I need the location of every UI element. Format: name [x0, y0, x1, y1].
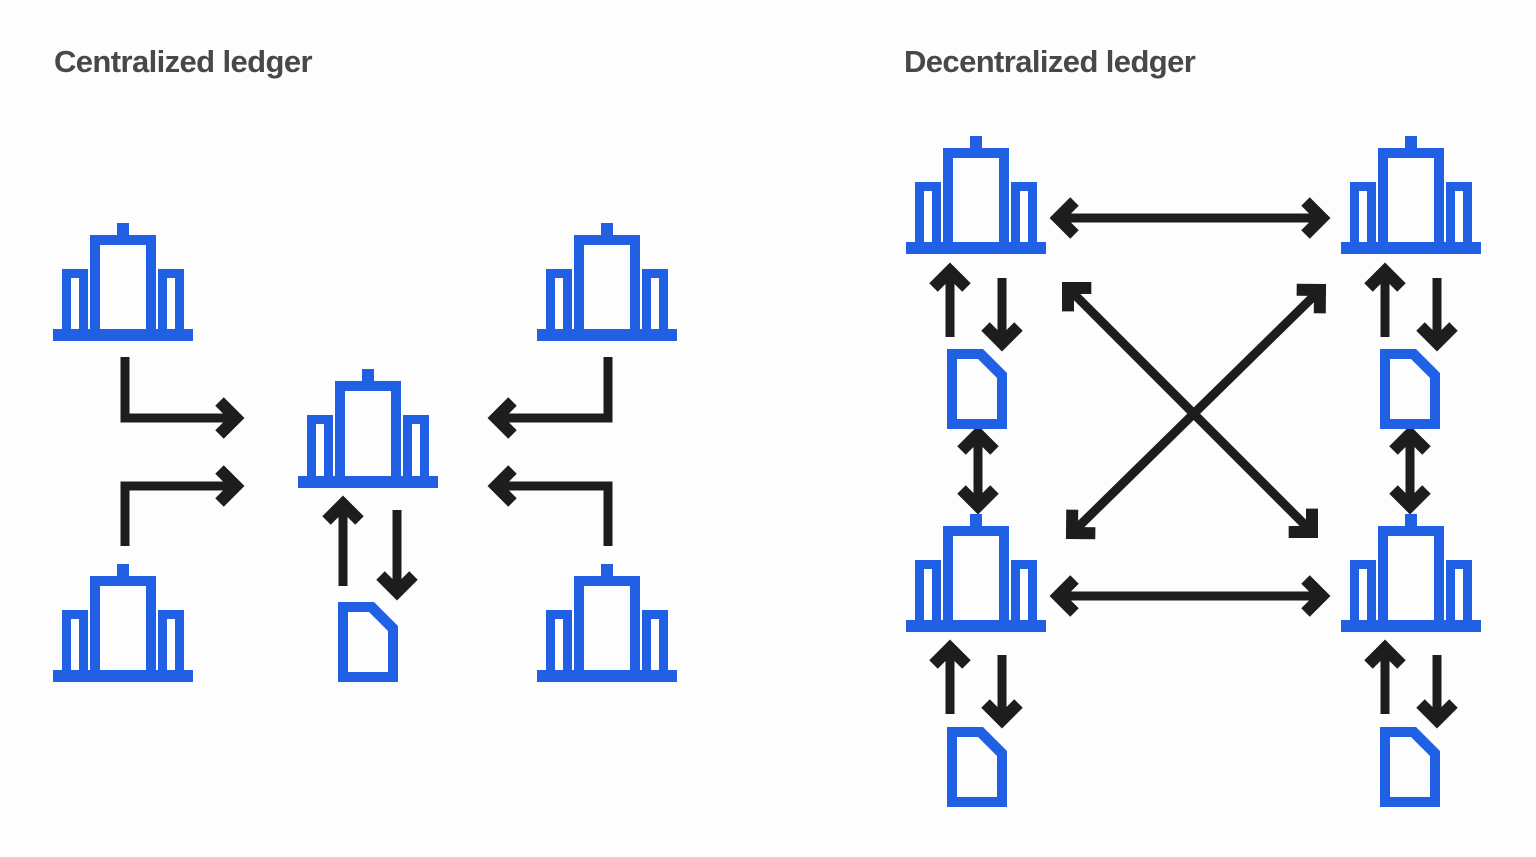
arrow-topleft-ledger-up: [929, 262, 971, 337]
centralized-ledger-title: Centralized ledger: [54, 44, 313, 79]
arrow-bottomright-ledger-down: [1416, 655, 1458, 729]
arrow-topleft-to-center: [120, 357, 245, 439]
building-icon building-central: [298, 369, 438, 488]
building-icon building-bottom-left: [906, 514, 1046, 632]
document-icon document-central-ledger: [338, 602, 398, 682]
building-icon building-top-left: [906, 136, 1046, 254]
arrow-diagonal-bottomleft-topright: [1065, 283, 1327, 540]
building-icon building-bottom-right: [1341, 514, 1481, 632]
arrow-diagonal-topleft-bottomright: [1062, 282, 1318, 538]
arrow-bottomleft-to-center: [120, 465, 245, 546]
arrow-ledger-read-down: [376, 510, 418, 601]
panel-decentralized: [906, 136, 1481, 807]
building-icon building-top-right: [537, 223, 677, 341]
building-icon building-top-left: [53, 223, 193, 341]
decentralized-ledger-title: Decentralized ledger: [904, 44, 1196, 79]
building-icon building-top-right: [1341, 136, 1481, 254]
document-icon document-top-right: [1380, 349, 1440, 429]
arrow-ledger-write-up: [322, 495, 364, 586]
document-icon document-top-left: [947, 349, 1007, 429]
arrow-doc-sync-left: [957, 425, 999, 515]
arrow-top-peer-link: [1049, 197, 1331, 239]
arrow-topright-ledger-up: [1364, 262, 1406, 337]
document-icon document-bottom-left: [947, 727, 1007, 807]
arrow-bottomright-to-center: [487, 465, 613, 546]
arrow-topleft-ledger-down: [981, 278, 1023, 352]
arrow-topright-to-center: [487, 357, 613, 439]
building-icon building-bottom-right: [537, 564, 677, 682]
arrow-doc-sync-right: [1389, 425, 1431, 515]
panel-centralized: [53, 223, 677, 682]
arrow-bottomright-ledger-up: [1364, 639, 1406, 714]
document-icon document-bottom-right: [1380, 727, 1440, 807]
building-icon building-bottom-left: [53, 564, 193, 682]
arrow-bottom-peer-link: [1049, 575, 1331, 617]
arrow-topright-ledger-down: [1416, 278, 1458, 352]
arrow-bottomleft-ledger-up: [929, 639, 971, 714]
arrow-bottomleft-ledger-down: [981, 655, 1023, 729]
